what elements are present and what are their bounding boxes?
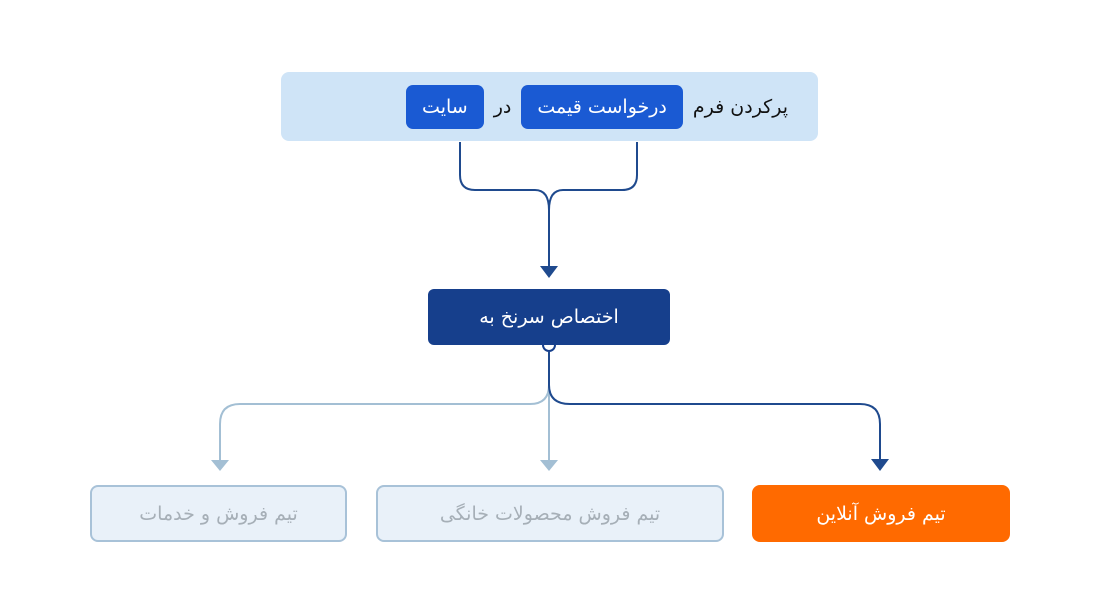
arrow-head	[540, 266, 558, 278]
assign-node[interactable]: اختصاص سرنخ به	[428, 289, 670, 345]
site-chip[interactable]: سایت	[406, 84, 484, 129]
team-online[interactable]: تیم فروش آنلاین	[752, 485, 1010, 542]
team-services[interactable]: تیم فروش و خدمات	[90, 485, 347, 542]
form-chip[interactable]: درخواست قیمت	[521, 84, 683, 129]
trigger-node[interactable]: پرکردن فرم درخواست قیمت در سایت	[281, 72, 818, 141]
trigger-middle: در	[493, 95, 512, 118]
team-home-products[interactable]: تیم فروش محصولات خانگی	[376, 485, 724, 542]
trigger-prefix: پرکردن فرم	[692, 95, 788, 118]
